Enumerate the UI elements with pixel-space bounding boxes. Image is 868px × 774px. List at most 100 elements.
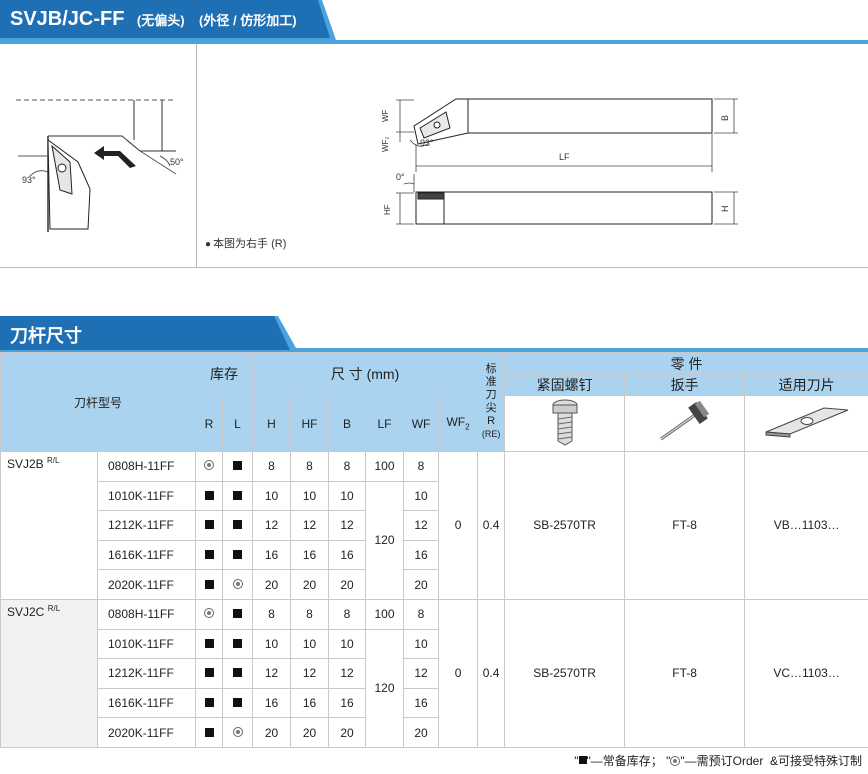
- dim-h-cell: 16: [252, 539, 292, 571]
- label-b: B: [720, 115, 730, 121]
- dim-wf-cell: 10: [403, 480, 440, 512]
- label-wf: WF: [381, 109, 390, 122]
- insert-cell: VB…1103…: [744, 451, 868, 600]
- circle-icon: [232, 726, 243, 737]
- insert-cell: VC…1103…: [744, 598, 868, 748]
- wrench-icon: [659, 400, 709, 441]
- series-label: SVJ2C: [7, 604, 45, 619]
- stock-l-cell: [222, 598, 254, 630]
- insert-icon: [765, 407, 848, 438]
- stock-l-cell: [222, 480, 254, 512]
- dim-wf2-cell: 0: [438, 598, 479, 748]
- wrench-cell: FT-8: [624, 598, 746, 748]
- square-icon: [233, 461, 243, 471]
- stock-r-cell: [195, 451, 224, 482]
- label-angle-0: 0°: [396, 172, 405, 182]
- stock-l-cell: [222, 628, 254, 660]
- tip-radius-cell: 0.4: [477, 598, 506, 748]
- section-banner: 刀杆尺寸: [0, 316, 868, 360]
- dim-b-cell: 8: [328, 451, 367, 482]
- square-icon: [233, 668, 243, 678]
- dim-hf-cell: 10: [290, 628, 330, 660]
- side-view-dims: [396, 174, 738, 225]
- dim-lf-cell: 100: [365, 451, 405, 482]
- header-wrench: 扳手: [624, 374, 746, 396]
- dim-hf-cell: 10: [290, 480, 330, 512]
- section-banner-shape: [0, 316, 868, 352]
- dim-lf-cell: 120: [365, 628, 405, 748]
- stock-l-cell: [222, 539, 254, 571]
- stock-r-cell: [195, 628, 224, 660]
- dim-h-cell: 8: [252, 598, 292, 630]
- screw-cell: SB-2570TR: [504, 598, 626, 748]
- label-angle-93-left: 93°: [22, 175, 36, 185]
- page-title: SVJB/JC-FF: [10, 8, 125, 30]
- dim-hf-cell: 16: [290, 539, 330, 571]
- screw-icon: [552, 399, 578, 446]
- header-tip-radius-sub: (RE): [481, 429, 501, 439]
- circle-icon: [204, 608, 215, 619]
- series-name: SVJ2B R/L: [0, 451, 98, 600]
- square-icon: [233, 520, 243, 530]
- square-icon: [204, 490, 214, 500]
- banner-shape: [0, 0, 868, 44]
- dim-hf-cell: 12: [290, 510, 330, 541]
- dim-hf-cell: 20: [290, 717, 330, 748]
- legend-order-prefix: ": [666, 754, 671, 768]
- series-label: SVJ2B: [7, 457, 44, 471]
- dim-hf-cell: 8: [290, 451, 330, 482]
- series-hand: R/L: [47, 456, 60, 465]
- dim-b-cell: 10: [328, 480, 367, 512]
- stock-r-cell: [195, 687, 224, 719]
- header-wf2: WF2: [438, 395, 479, 452]
- model-cell: 1010K-11FF: [96, 628, 197, 660]
- section-title: 刀杆尺寸: [10, 326, 82, 346]
- dim-wf2-cell: 0: [438, 451, 479, 600]
- stock-l-cell: [222, 717, 254, 748]
- dim-b-cell: 12: [328, 658, 367, 689]
- square-icon: [204, 668, 214, 678]
- header-h: H: [252, 395, 292, 452]
- label-hf: HF: [383, 204, 392, 215]
- dim-wf-cell: 10: [403, 628, 440, 660]
- stock-r-cell: [195, 598, 224, 630]
- diagram-note: ●本图为右手 (R): [205, 235, 286, 251]
- dim-b-cell: 12: [328, 510, 367, 541]
- square-icon: [233, 698, 243, 708]
- label-lf: LF: [559, 152, 570, 162]
- legend-stock-prefix: ": [574, 754, 579, 768]
- label-h: H: [720, 206, 730, 213]
- header-stock: 库存: [195, 352, 254, 396]
- series-name: SVJ2C R/L: [0, 598, 98, 748]
- circle-icon: [204, 460, 215, 471]
- model-cell: 2020K-11FF: [96, 717, 197, 748]
- header-banner: SVJB/JC-FF (无偏头) (外径 / 仿形加工): [0, 0, 868, 44]
- model-cell: 1212K-11FF: [96, 510, 197, 541]
- dim-wf-cell: 12: [403, 658, 440, 689]
- dim-b-cell: 16: [328, 687, 367, 719]
- stock-legend: ""—常备库存； ""—需预订Order &可接受特殊订制: [574, 752, 862, 769]
- screw-cell: SB-2570TR: [504, 451, 626, 600]
- stock-r-cell: [195, 717, 224, 748]
- dim-hf-cell: 8: [290, 598, 330, 630]
- dim-wf-cell: 20: [403, 717, 440, 748]
- top-view-dims: [396, 98, 738, 172]
- dim-h-cell: 10: [252, 480, 292, 512]
- spec-table: 刀杆型号 库存 尺 寸 (mm) 标准刀尖R (RE) 零 件 紧固螺钉 扳手 …: [0, 352, 868, 748]
- stock-r-cell: [195, 658, 224, 689]
- page-subtitle: (无偏头): [136, 13, 185, 28]
- dim-h-cell: 12: [252, 510, 292, 541]
- dim-wf-cell: 12: [403, 510, 440, 541]
- header-wf: WF: [403, 395, 440, 452]
- machining-illustration: [16, 99, 177, 232]
- legend-stock-text: "—常备库存；: [586, 754, 663, 768]
- screw-image: [504, 395, 626, 452]
- model-cell: 1616K-11FF: [96, 687, 197, 719]
- stock-l-cell: [222, 451, 254, 482]
- dim-h-cell: 12: [252, 658, 292, 689]
